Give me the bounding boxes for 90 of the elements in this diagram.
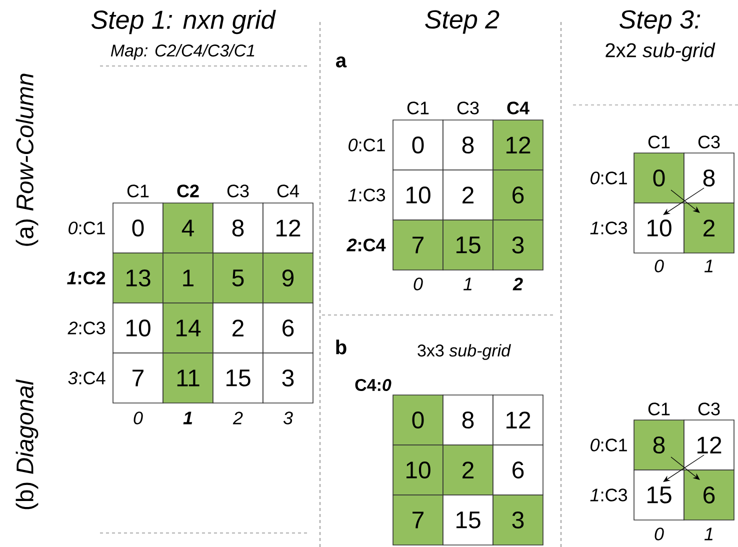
grid-cell: 0 bbox=[392, 120, 444, 170]
row-label: 0:C1 bbox=[68, 222, 105, 234]
arrow bbox=[670, 190, 700, 213]
grid-cell: 15 bbox=[212, 352, 264, 404]
column-header: C1 bbox=[648, 136, 670, 148]
grid-cell: 0 bbox=[634, 152, 684, 204]
row-title: (b) Diagonal bbox=[16, 379, 38, 510]
row-label: 1:C3 bbox=[348, 188, 386, 202]
grid-cell: 6 bbox=[262, 302, 314, 354]
grid-cell: 2 bbox=[684, 202, 734, 254]
arrow bbox=[663, 454, 704, 482]
row-label: 1:C3 bbox=[590, 222, 628, 234]
index-label: 3 bbox=[283, 412, 293, 424]
column-header: C1 bbox=[407, 102, 429, 114]
row-label: 0:C1 bbox=[590, 172, 627, 184]
index-label: 0 bbox=[654, 260, 664, 272]
grid-cell: 8 bbox=[442, 120, 494, 170]
grid-cell: 7 bbox=[392, 494, 444, 546]
grid-cell: 0 bbox=[112, 202, 164, 254]
column-header: C3 bbox=[227, 184, 249, 198]
index-label: 1 bbox=[183, 412, 192, 424]
row-title: (a) Row-Column bbox=[16, 74, 38, 246]
grid-cell: 8 bbox=[442, 394, 494, 446]
index-label: 1 bbox=[704, 528, 712, 540]
mapping-note: Map: C2/C4/C3/C1 bbox=[110, 44, 254, 60]
step-heading: Step 2 bbox=[425, 10, 500, 34]
panel-letter: b bbox=[336, 340, 346, 354]
grid-cell: 8 bbox=[212, 202, 264, 254]
grid-cell: 4 bbox=[162, 202, 214, 254]
grid-cell: 12 bbox=[262, 202, 314, 254]
grid-cell: 7 bbox=[392, 220, 444, 270]
grid-cell: 12 bbox=[492, 394, 544, 446]
grid-cell: 15 bbox=[442, 220, 494, 270]
grid-cell: 9 bbox=[262, 252, 314, 304]
grid-cell: 10 bbox=[392, 170, 444, 220]
index-label: 1 bbox=[704, 260, 712, 272]
grid-cell: 15 bbox=[634, 470, 684, 520]
grid-cell: 7 bbox=[112, 352, 164, 404]
grid-cell: 3 bbox=[492, 220, 544, 270]
column-header: C3 bbox=[698, 402, 720, 416]
grid-cell: 2 bbox=[442, 444, 494, 496]
row-label: 1:C2 bbox=[67, 272, 106, 284]
index-label: 0 bbox=[654, 528, 664, 540]
grid-cell: 2 bbox=[442, 170, 494, 220]
grid-cell: 6 bbox=[684, 470, 734, 520]
grid-cell: 12 bbox=[492, 120, 544, 170]
row-label: 3:C4 bbox=[68, 372, 106, 384]
row-label: 0:C1 bbox=[348, 138, 385, 152]
step-subheading: 2x2 sub-grid bbox=[606, 42, 716, 62]
panel-letter: a bbox=[336, 56, 347, 68]
grid-cell: 6 bbox=[492, 444, 544, 496]
step-heading: Step 1: nxn grid bbox=[91, 10, 276, 34]
index-label: 0 bbox=[134, 412, 143, 424]
grid-cell: 8 bbox=[684, 152, 734, 204]
row-label: 2:C3 bbox=[68, 322, 106, 334]
grid-cell: 6 bbox=[492, 170, 544, 220]
grid-cell: 11 bbox=[162, 352, 214, 404]
grid-caption: 3x3 sub-grid bbox=[418, 344, 511, 360]
grid-cell: 13 bbox=[112, 252, 164, 304]
column-header: C4 bbox=[277, 184, 299, 198]
grid-cell: 14 bbox=[162, 302, 214, 354]
step-heading: Step 3: bbox=[620, 10, 700, 34]
grid-cell: 2 bbox=[212, 302, 264, 354]
arrow bbox=[663, 188, 704, 215]
grid-cell: 1 bbox=[162, 252, 214, 304]
grid-cell: 15 bbox=[442, 494, 494, 546]
grid-cell: 8 bbox=[634, 420, 684, 470]
column-header: C4 bbox=[507, 102, 530, 114]
row-label: 0:C1 bbox=[590, 438, 627, 452]
column-header: C2 bbox=[177, 184, 199, 198]
column-header: C3 bbox=[698, 136, 720, 148]
grid-cell: 10 bbox=[112, 302, 164, 354]
grid-cell: 12 bbox=[684, 420, 734, 470]
arrow bbox=[670, 456, 700, 480]
grid-cell: 3 bbox=[262, 352, 314, 404]
grid-corner-label: C4:0 bbox=[355, 378, 392, 392]
index-label: 2 bbox=[232, 412, 243, 424]
index-label: 2 bbox=[512, 278, 523, 290]
grid-cell: 10 bbox=[392, 444, 444, 496]
row-label: 1:C3 bbox=[590, 488, 628, 502]
column-header: C1 bbox=[127, 184, 149, 198]
grid-cell: 10 bbox=[634, 202, 684, 254]
grid-cell: 0 bbox=[392, 394, 444, 446]
index-label: 0 bbox=[414, 278, 423, 290]
column-header: C3 bbox=[457, 102, 479, 114]
column-header: C1 bbox=[648, 402, 670, 416]
index-label: 1 bbox=[463, 278, 472, 290]
grid-cell: 5 bbox=[212, 252, 264, 304]
row-label: 2:C4 bbox=[346, 238, 386, 252]
grid-cell: 3 bbox=[492, 494, 544, 546]
